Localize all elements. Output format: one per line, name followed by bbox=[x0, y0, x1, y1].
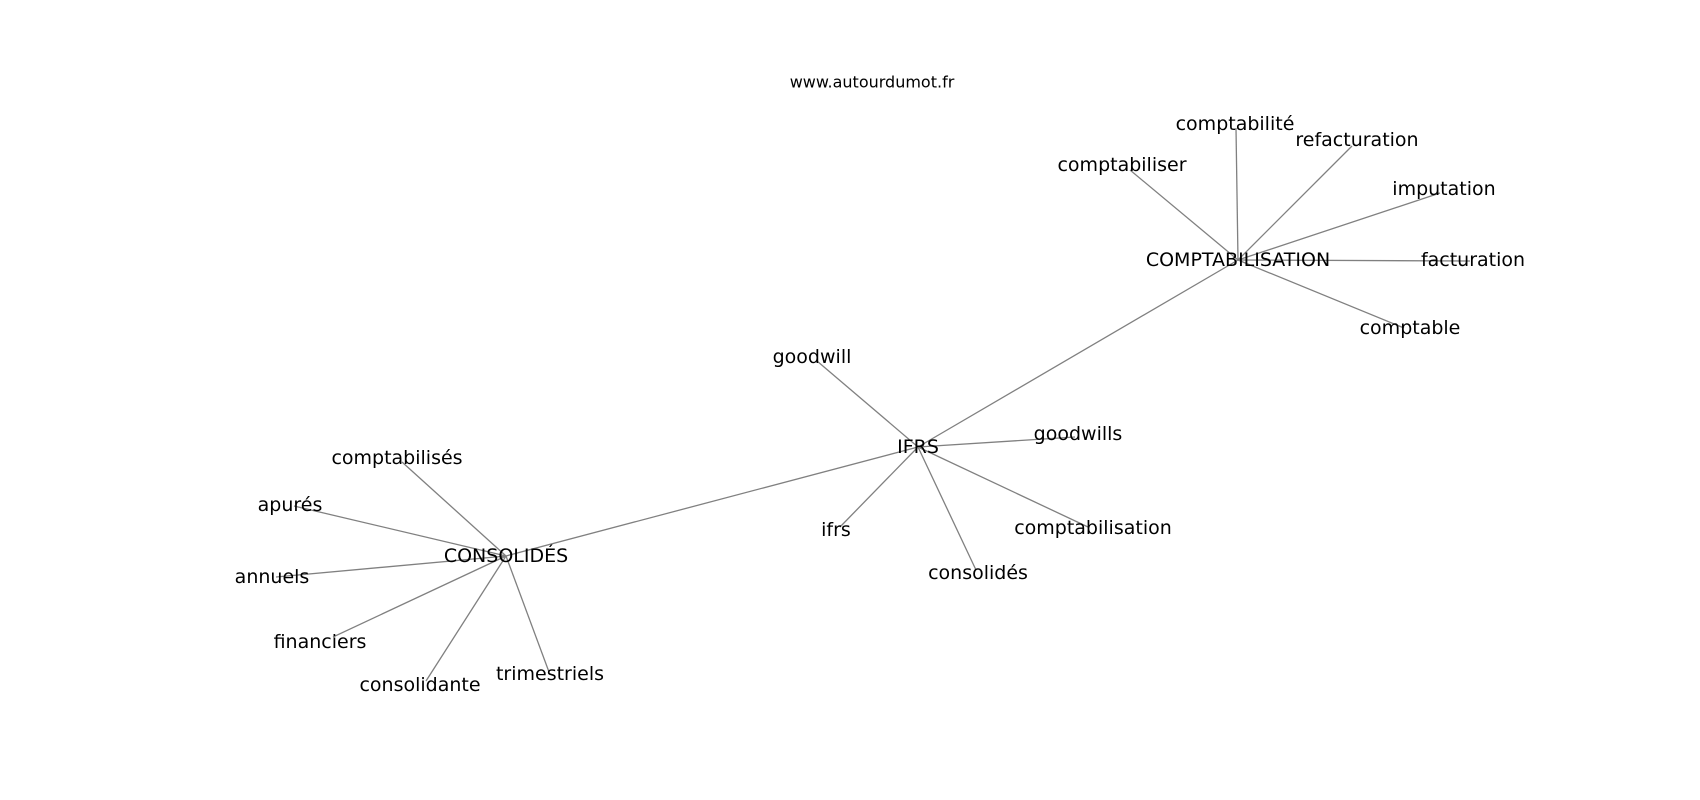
edge-ifrs_hub-consolides_hub bbox=[505, 446, 919, 557]
edge-comptabilisation_hub-refacturation bbox=[1237, 145, 1353, 261]
word-node-comptabiliser[interactable]: comptabiliser bbox=[1057, 154, 1186, 176]
word-node-trimestriels[interactable]: trimestriels bbox=[496, 663, 604, 685]
word-node-ifrs[interactable]: ifrs bbox=[821, 519, 851, 541]
edge-consolides_hub-consolidante bbox=[425, 555, 507, 682]
edge-consolides_hub-apures bbox=[293, 505, 507, 557]
edge-comptabilisation_hub-imputation bbox=[1237, 192, 1441, 261]
word-node-goodwills[interactable]: goodwills bbox=[1034, 423, 1123, 445]
edge-ifrs_hub-consolides bbox=[917, 446, 977, 571]
word-node-goodwill[interactable]: goodwill bbox=[773, 346, 852, 368]
word-node-apures[interactable]: apurés bbox=[258, 494, 323, 516]
word-node-comptabilite[interactable]: comptabilité bbox=[1176, 113, 1295, 135]
hub-node-consolides-hub[interactable]: CONSOLIDÉS bbox=[444, 544, 568, 567]
word-node-comptabilises[interactable]: comptabilisés bbox=[331, 447, 462, 469]
edge-comptabilisation_hub-comptable bbox=[1237, 259, 1405, 329]
word-node-financiers[interactable]: financiers bbox=[274, 631, 367, 653]
word-node-comptabilisation[interactable]: comptabilisation bbox=[1014, 517, 1172, 539]
word-node-annuels[interactable]: annuels bbox=[235, 566, 310, 588]
edge-ifrs_hub-comptabilisation_hub bbox=[917, 259, 1239, 448]
site-watermark: www.autourdumot.fr bbox=[790, 73, 955, 92]
edge-consolides_hub-financiers bbox=[332, 555, 507, 638]
edge-comptabilisation_hub-comptabilite bbox=[1235, 127, 1239, 261]
word-node-consolides[interactable]: consolidés bbox=[928, 562, 1028, 584]
edge-ifrs_hub-comptabilisation bbox=[917, 446, 1089, 528]
word-node-comptable[interactable]: comptable bbox=[1360, 317, 1461, 339]
edge-comptabilisation_hub-facturation bbox=[1237, 259, 1471, 262]
graph-edges bbox=[275, 127, 1471, 682]
edge-ifrs_hub-ifrs bbox=[839, 446, 919, 528]
hub-node-ifrs-hub[interactable]: IFRS bbox=[897, 436, 939, 458]
edge-ifrs_hub-goodwill bbox=[816, 360, 919, 448]
graph-nodes: IFRS COMPTABILISATION CONSOLIDÉS comptabili… bbox=[235, 113, 1525, 696]
word-node-imputation[interactable]: imputation bbox=[1392, 178, 1495, 200]
edge-consolides_hub-annuels bbox=[275, 555, 507, 578]
word-node-facturation[interactable]: facturation bbox=[1421, 249, 1525, 271]
edge-ifrs_hub-goodwills bbox=[917, 436, 1076, 448]
word-node-consolidante[interactable]: consolidante bbox=[359, 674, 480, 696]
hub-node-comptabilisation-hub[interactable]: COMPTABILISATION bbox=[1146, 249, 1330, 271]
word-node-refacturation[interactable]: refacturation bbox=[1295, 129, 1418, 151]
edge-consolides_hub-trimestriels bbox=[505, 555, 550, 673]
edge-comptabilisation_hub-comptabiliser bbox=[1129, 169, 1239, 261]
edge-consolides_hub-comptabilises bbox=[401, 461, 507, 557]
